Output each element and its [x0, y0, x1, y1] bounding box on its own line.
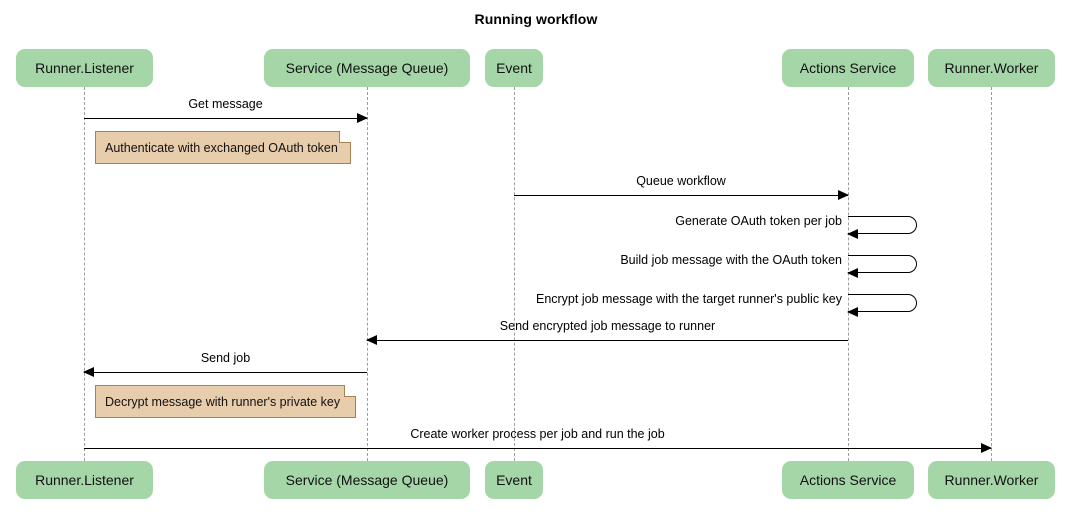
- message-line: [84, 448, 991, 449]
- participant-actions-service-top[interactable]: Actions Service: [782, 49, 914, 87]
- message-label: Queue workflow: [636, 174, 726, 188]
- participant-label: Actions Service: [799, 472, 897, 488]
- self-message-loop: [848, 255, 917, 273]
- self-message-loop: [848, 216, 917, 234]
- self-message-loop: [848, 294, 917, 312]
- arrowhead-left-icon: [847, 267, 858, 278]
- note-decrypt-message: Decrypt message with runner's private ke…: [95, 385, 356, 418]
- message-send-job[interactable]: Send job: [83, 351, 367, 377]
- lifeline-runner-listener: [84, 87, 85, 461]
- arrowhead-right-icon: [357, 113, 368, 123]
- self-message-build-job-message[interactable]: Build job message with the OAuth token: [620, 253, 917, 278]
- participant-label: Runner.Listener: [35, 60, 134, 76]
- participant-event-top[interactable]: Event: [485, 49, 543, 87]
- participant-runner-listener-bottom[interactable]: Runner.Listener: [16, 461, 153, 499]
- message-line: [84, 118, 367, 119]
- arrowhead-left-icon: [847, 228, 858, 239]
- participant-label: Actions Service: [799, 60, 897, 76]
- lifeline-service-message-queue: [367, 87, 368, 461]
- arrowhead-right-icon: [981, 443, 992, 453]
- message-line: [514, 195, 848, 196]
- self-message-label: Generate OAuth token per job: [675, 214, 842, 228]
- note-fold-corner-icon: [339, 131, 351, 143]
- participant-label: Runner.Worker: [944, 472, 1039, 488]
- self-message-label: Build job message with the OAuth token: [620, 253, 842, 267]
- message-label: Get message: [188, 97, 263, 111]
- participant-event-bottom[interactable]: Event: [485, 461, 543, 499]
- participant-label: Runner.Listener: [35, 472, 134, 488]
- arrowhead-left-icon: [366, 335, 377, 345]
- participant-label: Service (Message Queue): [285, 60, 449, 76]
- participant-label: Event: [496, 60, 532, 76]
- message-label: Send job: [200, 351, 251, 365]
- participant-runner-worker-top[interactable]: Runner.Worker: [928, 49, 1055, 87]
- arrowhead-left-icon: [847, 306, 858, 317]
- message-line: [367, 340, 848, 341]
- participant-label: Service (Message Queue): [285, 472, 449, 488]
- self-message-encrypt-job-message[interactable]: Encrypt job message with the target runn…: [536, 292, 917, 317]
- message-create-worker-process[interactable]: Create worker process per job and run th…: [84, 427, 992, 453]
- arrowhead-left-icon: [83, 367, 94, 377]
- lifeline-event: [514, 87, 515, 461]
- participant-runner-listener-top[interactable]: Runner.Listener: [16, 49, 153, 87]
- note-fold-corner-icon: [344, 385, 356, 397]
- note-label: Authenticate with exchanged OAuth token: [105, 140, 338, 155]
- participant-service-message-queue-top[interactable]: Service (Message Queue): [264, 49, 470, 87]
- participant-actions-service-bottom[interactable]: Actions Service: [782, 461, 914, 499]
- message-label: Send encrypted job message to runner: [499, 319, 716, 333]
- message-label: Create worker process per job and run th…: [410, 427, 665, 441]
- note-authenticate-oauth: Authenticate with exchanged OAuth token: [95, 131, 351, 164]
- self-message-label: Encrypt job message with the target runn…: [535, 292, 842, 306]
- message-get-message[interactable]: Get message: [84, 97, 368, 123]
- self-message-generate-oauth-token[interactable]: Generate OAuth token per job: [675, 214, 917, 239]
- message-queue-workflow[interactable]: Queue workflow: [514, 174, 849, 200]
- message-line: [84, 372, 367, 373]
- participant-service-message-queue-bottom[interactable]: Service (Message Queue): [264, 461, 470, 499]
- message-send-encrypted-job-message[interactable]: Send encrypted job message to runner: [366, 319, 848, 345]
- participant-runner-worker-bottom[interactable]: Runner.Worker: [928, 461, 1055, 499]
- participant-label: Event: [496, 472, 532, 488]
- arrowhead-right-icon: [838, 190, 849, 200]
- participant-label: Runner.Worker: [944, 60, 1039, 76]
- diagram-title: Running workflow: [474, 11, 598, 27]
- lifeline-runner-worker: [991, 87, 992, 461]
- note-label: Decrypt message with runner's private ke…: [105, 394, 341, 409]
